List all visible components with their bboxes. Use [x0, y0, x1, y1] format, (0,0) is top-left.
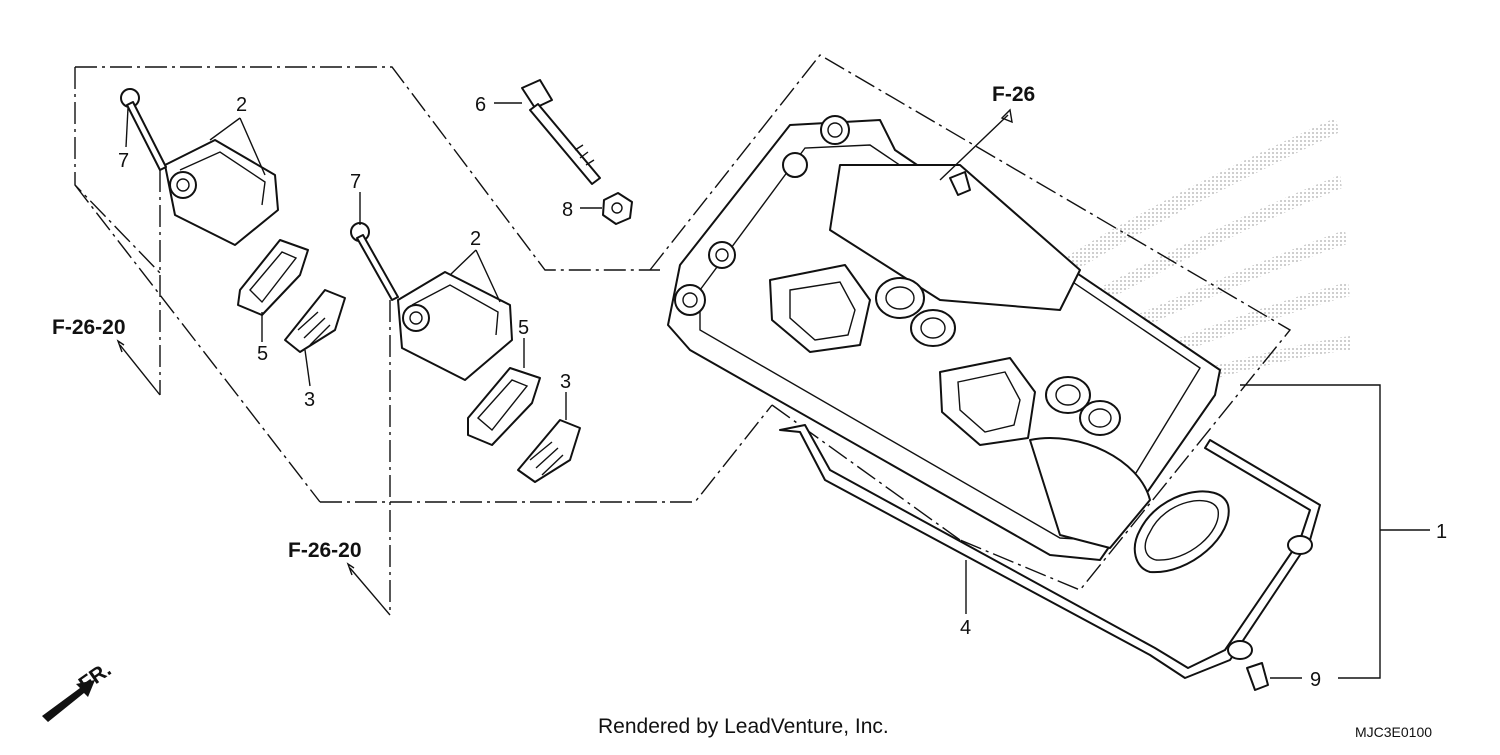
coil-seal-left[interactable] — [237, 239, 309, 316]
coil-rubber-left[interactable] — [284, 289, 346, 353]
reference-label-f2620-left[interactable]: F-26-20 — [52, 316, 126, 339]
callout-5-right[interactable]: 5 — [518, 317, 529, 339]
callout-4[interactable]: 4 — [960, 617, 971, 639]
callout-8[interactable]: 8 — [562, 199, 573, 221]
leader-lines — [116, 102, 1430, 679]
callout-7-left[interactable]: 7 — [118, 150, 129, 172]
reference-label-f2620-bottom[interactable]: F-26-20 — [288, 539, 362, 562]
cover-bolt[interactable] — [521, 79, 601, 185]
honda-wing-watermark — [1000, 118, 1350, 392]
front-direction-arrow: FR. — [42, 658, 116, 722]
ignition-coil-right[interactable] — [397, 271, 513, 381]
reference-label-f26[interactable]: F-26 — [992, 83, 1035, 106]
assembly-group-outline-left — [74, 66, 773, 503]
coil-seal-right[interactable] — [467, 367, 541, 446]
coil-bolt-left[interactable] — [120, 88, 167, 171]
sealing-nut[interactable] — [602, 192, 633, 225]
callout-7-right[interactable]: 7 — [350, 171, 361, 193]
callout-1[interactable]: 1 — [1436, 521, 1447, 543]
callout-5-left[interactable]: 5 — [257, 343, 268, 365]
coil-bolt-right[interactable] — [350, 222, 399, 301]
callout-2-right[interactable]: 2 — [470, 228, 481, 250]
diagram-code: MJC3E0100 — [1355, 724, 1432, 740]
callout-3-right[interactable]: 3 — [560, 371, 571, 393]
callout-2-left[interactable]: 2 — [236, 94, 247, 116]
callout-9[interactable]: 9 — [1310, 669, 1321, 691]
footer-credit: Rendered by LeadVenture, Inc. — [598, 715, 889, 738]
cylinder-head-cover[interactable] — [667, 115, 1221, 561]
ignition-coil-left[interactable] — [164, 139, 279, 246]
head-cover-gasket[interactable] — [779, 424, 1321, 679]
callout-3-left[interactable]: 3 — [304, 389, 315, 411]
coil-rubber-right[interactable] — [517, 419, 581, 483]
plug-cap[interactable] — [1246, 662, 1269, 691]
callout-6[interactable]: 6 — [475, 94, 486, 116]
assembly-group-outline-right — [159, 54, 1292, 615]
